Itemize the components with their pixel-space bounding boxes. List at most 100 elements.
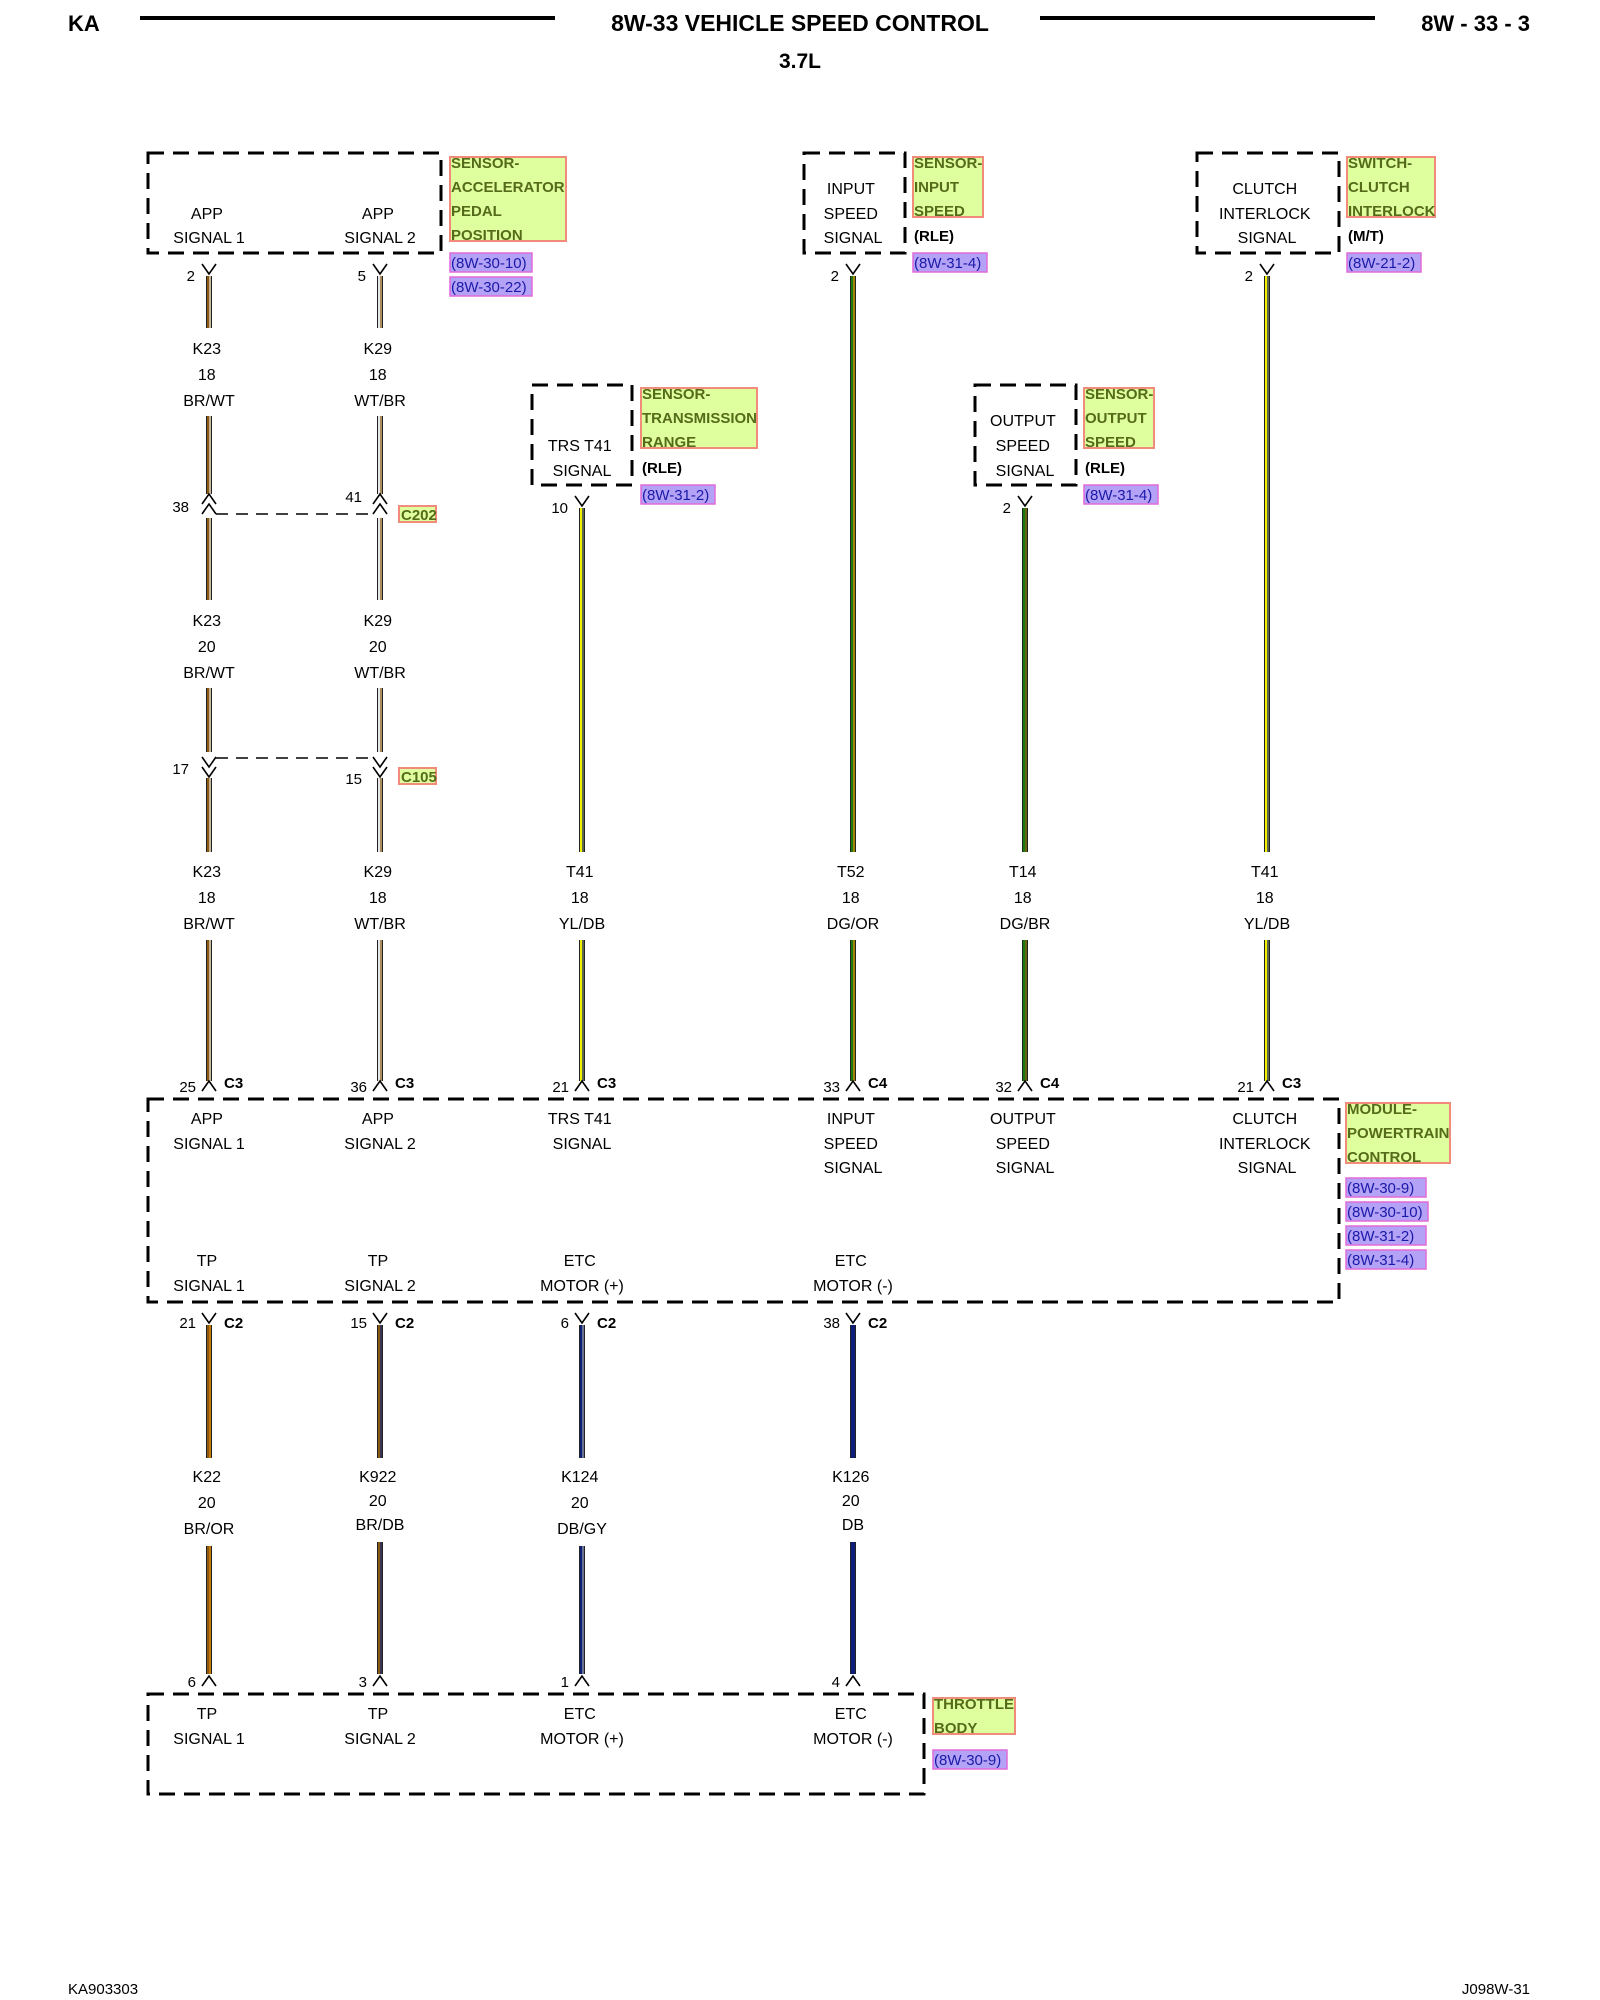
app-sensor-name-tag <box>449 156 567 242</box>
footer-left: KA903303 <box>68 1981 138 1998</box>
clutch-interlock-switch[interactable]: CLUTCH INTERLOCK SIGNAL SWITCH- CLUTCH I… <box>1195 151 1436 273</box>
pcm-ref-link[interactable]: (8W-30-10) <box>1347 1204 1423 1221</box>
pin-number: 32 <box>995 1079 1012 1096</box>
trs-pin-label: TRS T41 SIGNAL <box>548 438 616 480</box>
trs-sensor-box <box>530 383 634 487</box>
clutch-switch-note: (M/T) <box>1348 228 1384 245</box>
pin-number: 10 <box>551 500 568 517</box>
c105-label[interactable]: C105 <box>401 769 437 786</box>
output-speed-sensor-box <box>973 383 1078 487</box>
header-right: 8W - 33 - 3 <box>1421 11 1530 36</box>
pcm-pin-label-input-speed: INPUT SPEED SIGNAL <box>824 1111 883 1177</box>
trs-sensor-name-tag <box>640 387 758 449</box>
pin-number: 2 <box>1003 500 1011 517</box>
transmission-range-sensor[interactable]: TRS T41 SIGNAL SENSOR- TRANSMISSION RANG… <box>530 383 761 505</box>
app-sensor-ref-link[interactable]: (8W-30-22) <box>451 279 527 296</box>
trs-sensor-ref-link[interactable]: (8W-31-2) <box>642 487 709 504</box>
input-speed-sensor-ref-box <box>912 252 988 273</box>
c202-tag <box>398 505 437 523</box>
connector-id: C3 <box>224 1075 243 1092</box>
page-header: KA 8W-33 VEHICLE SPEED CONTROL 8W - 33 -… <box>68 10 1530 73</box>
pcm-pin-label-app2: APP SIGNAL 2 <box>344 1111 416 1153</box>
connector-c202[interactable]: 38 41 C202 <box>172 489 437 524</box>
header-left: KA <box>68 11 100 36</box>
connector-id: C3 <box>597 1075 616 1092</box>
pin-number: 15 <box>345 771 362 788</box>
wire-label-k922: K922 20 BR/DB <box>356 1469 405 1534</box>
pin-number: 21 <box>1237 1079 1254 1096</box>
pcm-box <box>146 1097 1341 1304</box>
wire-label-k23-mid: K23 20 BR/WT <box>183 613 235 682</box>
input-speed-sensor-box <box>802 151 907 255</box>
trs-sensor-name: SENSOR- TRANSMISSION RANGE <box>642 386 761 451</box>
input-speed-sensor-ref-link[interactable]: (8W-31-4) <box>914 255 981 272</box>
trs-sensor-ref-box <box>640 484 716 505</box>
pcm-ref-link[interactable]: (8W-31-2) <box>1347 1228 1414 1245</box>
clutch-switch-ref-link[interactable]: (8W-21-2) <box>1348 255 1415 272</box>
page-subtitle: 3.7L <box>779 50 821 73</box>
pcm-ref-box <box>1345 1177 1427 1198</box>
input-speed-sensor-name: SENSOR- INPUT SPEED <box>914 155 987 220</box>
page-title: 8W-33 VEHICLE SPEED CONTROL <box>611 10 989 36</box>
output-sensor-pin-terminal <box>1017 495 1033 508</box>
input-speed-sensor[interactable]: INPUT SPEED SIGNAL SENSOR- INPUT SPEED (… <box>802 151 988 273</box>
pcm-ref-link[interactable]: (8W-30-9) <box>1347 1180 1414 1197</box>
pcm-pin-label-app1: APP SIGNAL 1 <box>173 1111 245 1153</box>
connector-id: C2 <box>224 1315 243 1332</box>
wire-label-k29-lower: K29 18 WT/BR <box>354 864 406 933</box>
output-speed-sensor-ref-link[interactable]: (8W-31-4) <box>1085 487 1152 504</box>
pin-number: 3 <box>359 1674 367 1691</box>
c202-label[interactable]: C202 <box>401 507 437 524</box>
connector-c105[interactable]: 17 15 C105 <box>172 756 437 788</box>
pcm-name-tag <box>1345 1102 1451 1164</box>
output-speed-sensor-note: (RLE) <box>1085 460 1125 477</box>
connector-id: C2 <box>597 1315 616 1332</box>
throttle-body-box <box>146 1692 926 1796</box>
pcm-pin-label-tp1: TP SIGNAL 1 <box>173 1253 245 1295</box>
throttle-body[interactable]: 6 3 1 4 TP SIGNAL 1 TP SIGNAL 2 ETC MOTO… <box>146 1674 1018 1796</box>
clutch-switch-name-tag <box>1346 156 1436 218</box>
connector-id: C3 <box>1282 1075 1301 1092</box>
trs-sensor-note: (RLE) <box>642 460 682 477</box>
input-speed-sensor-note: (RLE) <box>914 228 954 245</box>
pin-number: 38 <box>823 1315 840 1332</box>
app-sensor[interactable]: APP SIGNAL 1 APP SIGNAL 2 SENSOR- ACCELE… <box>146 151 569 297</box>
pcm-name: MODULE- POWERTRAIN CONTROL <box>1347 1101 1454 1166</box>
wire-label-k29-upper: K29 18 WT/BR <box>354 341 406 410</box>
output-speed-sensor-name: SENSOR- OUTPUT SPEED <box>1085 386 1158 451</box>
throttle-pin-label-etc-plus: ETC MOTOR (+) <box>540 1706 624 1748</box>
output-speed-pin-label: OUTPUT SPEED SIGNAL <box>990 413 1060 480</box>
pcm-ref-link[interactable]: (8W-31-4) <box>1347 1252 1414 1269</box>
app-sensor-pin-a-terminal <box>201 263 217 276</box>
clutch-switch-name: SWITCH- CLUTCH INTERLOCK <box>1348 155 1436 220</box>
sensor-pin-connectors: 2 5 2 2 10 2 <box>187 263 1275 517</box>
powertrain-control-module[interactable]: 25 C3 36 C3 21 C3 33 C4 32 C4 21 C3 APP … <box>146 1075 1454 1332</box>
pin-number: 38 <box>172 499 189 516</box>
throttle-pin-label-tp2: TP SIGNAL 2 <box>344 1706 416 1748</box>
app-sensor-name: SENSOR- ACCELERATOR PEDAL POSITION <box>451 155 569 244</box>
wire-label-k126: K126 20 DB <box>832 1469 874 1534</box>
pin-number: 2 <box>831 268 839 285</box>
pin-number: 25 <box>179 1079 196 1096</box>
trs-sensor-pin-terminal <box>574 495 590 508</box>
pcm-pin-label-tp2: TP SIGNAL 2 <box>344 1253 416 1295</box>
pin-number: 41 <box>345 489 362 506</box>
pcm-bottom-connectors: 21 C2 15 C2 6 C2 38 C2 <box>179 1312 887 1332</box>
pin-number: 15 <box>350 1315 367 1332</box>
pin-number: 2 <box>187 268 195 285</box>
pin-number: 4 <box>832 1674 840 1691</box>
throttle-body-ref-link[interactable]: (8W-30-9) <box>934 1752 1001 1769</box>
output-speed-sensor[interactable]: OUTPUT SPEED SIGNAL SENSOR- OUTPUT SPEED… <box>973 383 1159 505</box>
wire-label-t41-clutch: T41 18 YL/DB <box>1244 864 1290 933</box>
throttle-body-ref-box <box>932 1749 1008 1770</box>
clutch-switch-pin-terminal <box>1259 263 1275 276</box>
app-sensor-ref2-box <box>449 276 533 297</box>
wire-label-k23-lower: K23 18 BR/WT <box>183 864 235 933</box>
app-sensor-ref-link[interactable]: (8W-30-10) <box>451 255 527 272</box>
throttle-body-connectors: 6 3 1 4 <box>188 1674 861 1691</box>
wire-label-t41-trs: T41 18 YL/DB <box>559 864 605 933</box>
pin-number: 6 <box>561 1315 569 1332</box>
pcm-pin-label-clutch: CLUTCH INTERLOCK SIGNAL <box>1219 1111 1315 1177</box>
connector-id: C2 <box>868 1315 887 1332</box>
